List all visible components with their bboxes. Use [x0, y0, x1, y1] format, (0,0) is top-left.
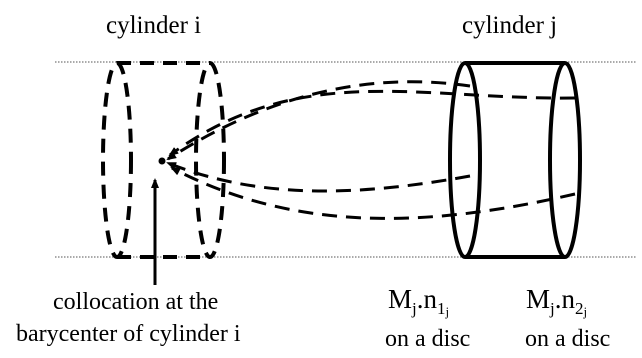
cylinder-j [448, 61, 582, 259]
influence-curve-2 [166, 80, 471, 161]
influence-curve-3 [166, 161, 471, 193]
disc-2-caption: on a disc [525, 326, 611, 352]
collocation-caption-line1: collocation at the [53, 289, 219, 315]
collocation-caption-line2: barycenter of cylinder i [16, 321, 241, 347]
cylinder-i-left-disc [101, 61, 133, 259]
disc-1-formula: Mj.n1j [388, 284, 450, 319]
cylinder-i-label: cylinder i [106, 12, 202, 39]
influence-curves [166, 80, 576, 220]
influence-curve-4 [170, 166, 576, 220]
disc-2-formula: Mj.n2j [526, 284, 588, 319]
barycenter-point [158, 157, 166, 165]
cylinder-i [101, 61, 226, 259]
influence-curve-1 [168, 89, 576, 157]
disc-1-caption: on a disc [385, 326, 471, 352]
cylinder-j-disc-2 [548, 61, 582, 259]
cylinder-j-label: cylinder j [462, 12, 558, 39]
cylinder-j-disc-1 [448, 61, 482, 259]
cylinder-i-right-disc [194, 61, 226, 259]
